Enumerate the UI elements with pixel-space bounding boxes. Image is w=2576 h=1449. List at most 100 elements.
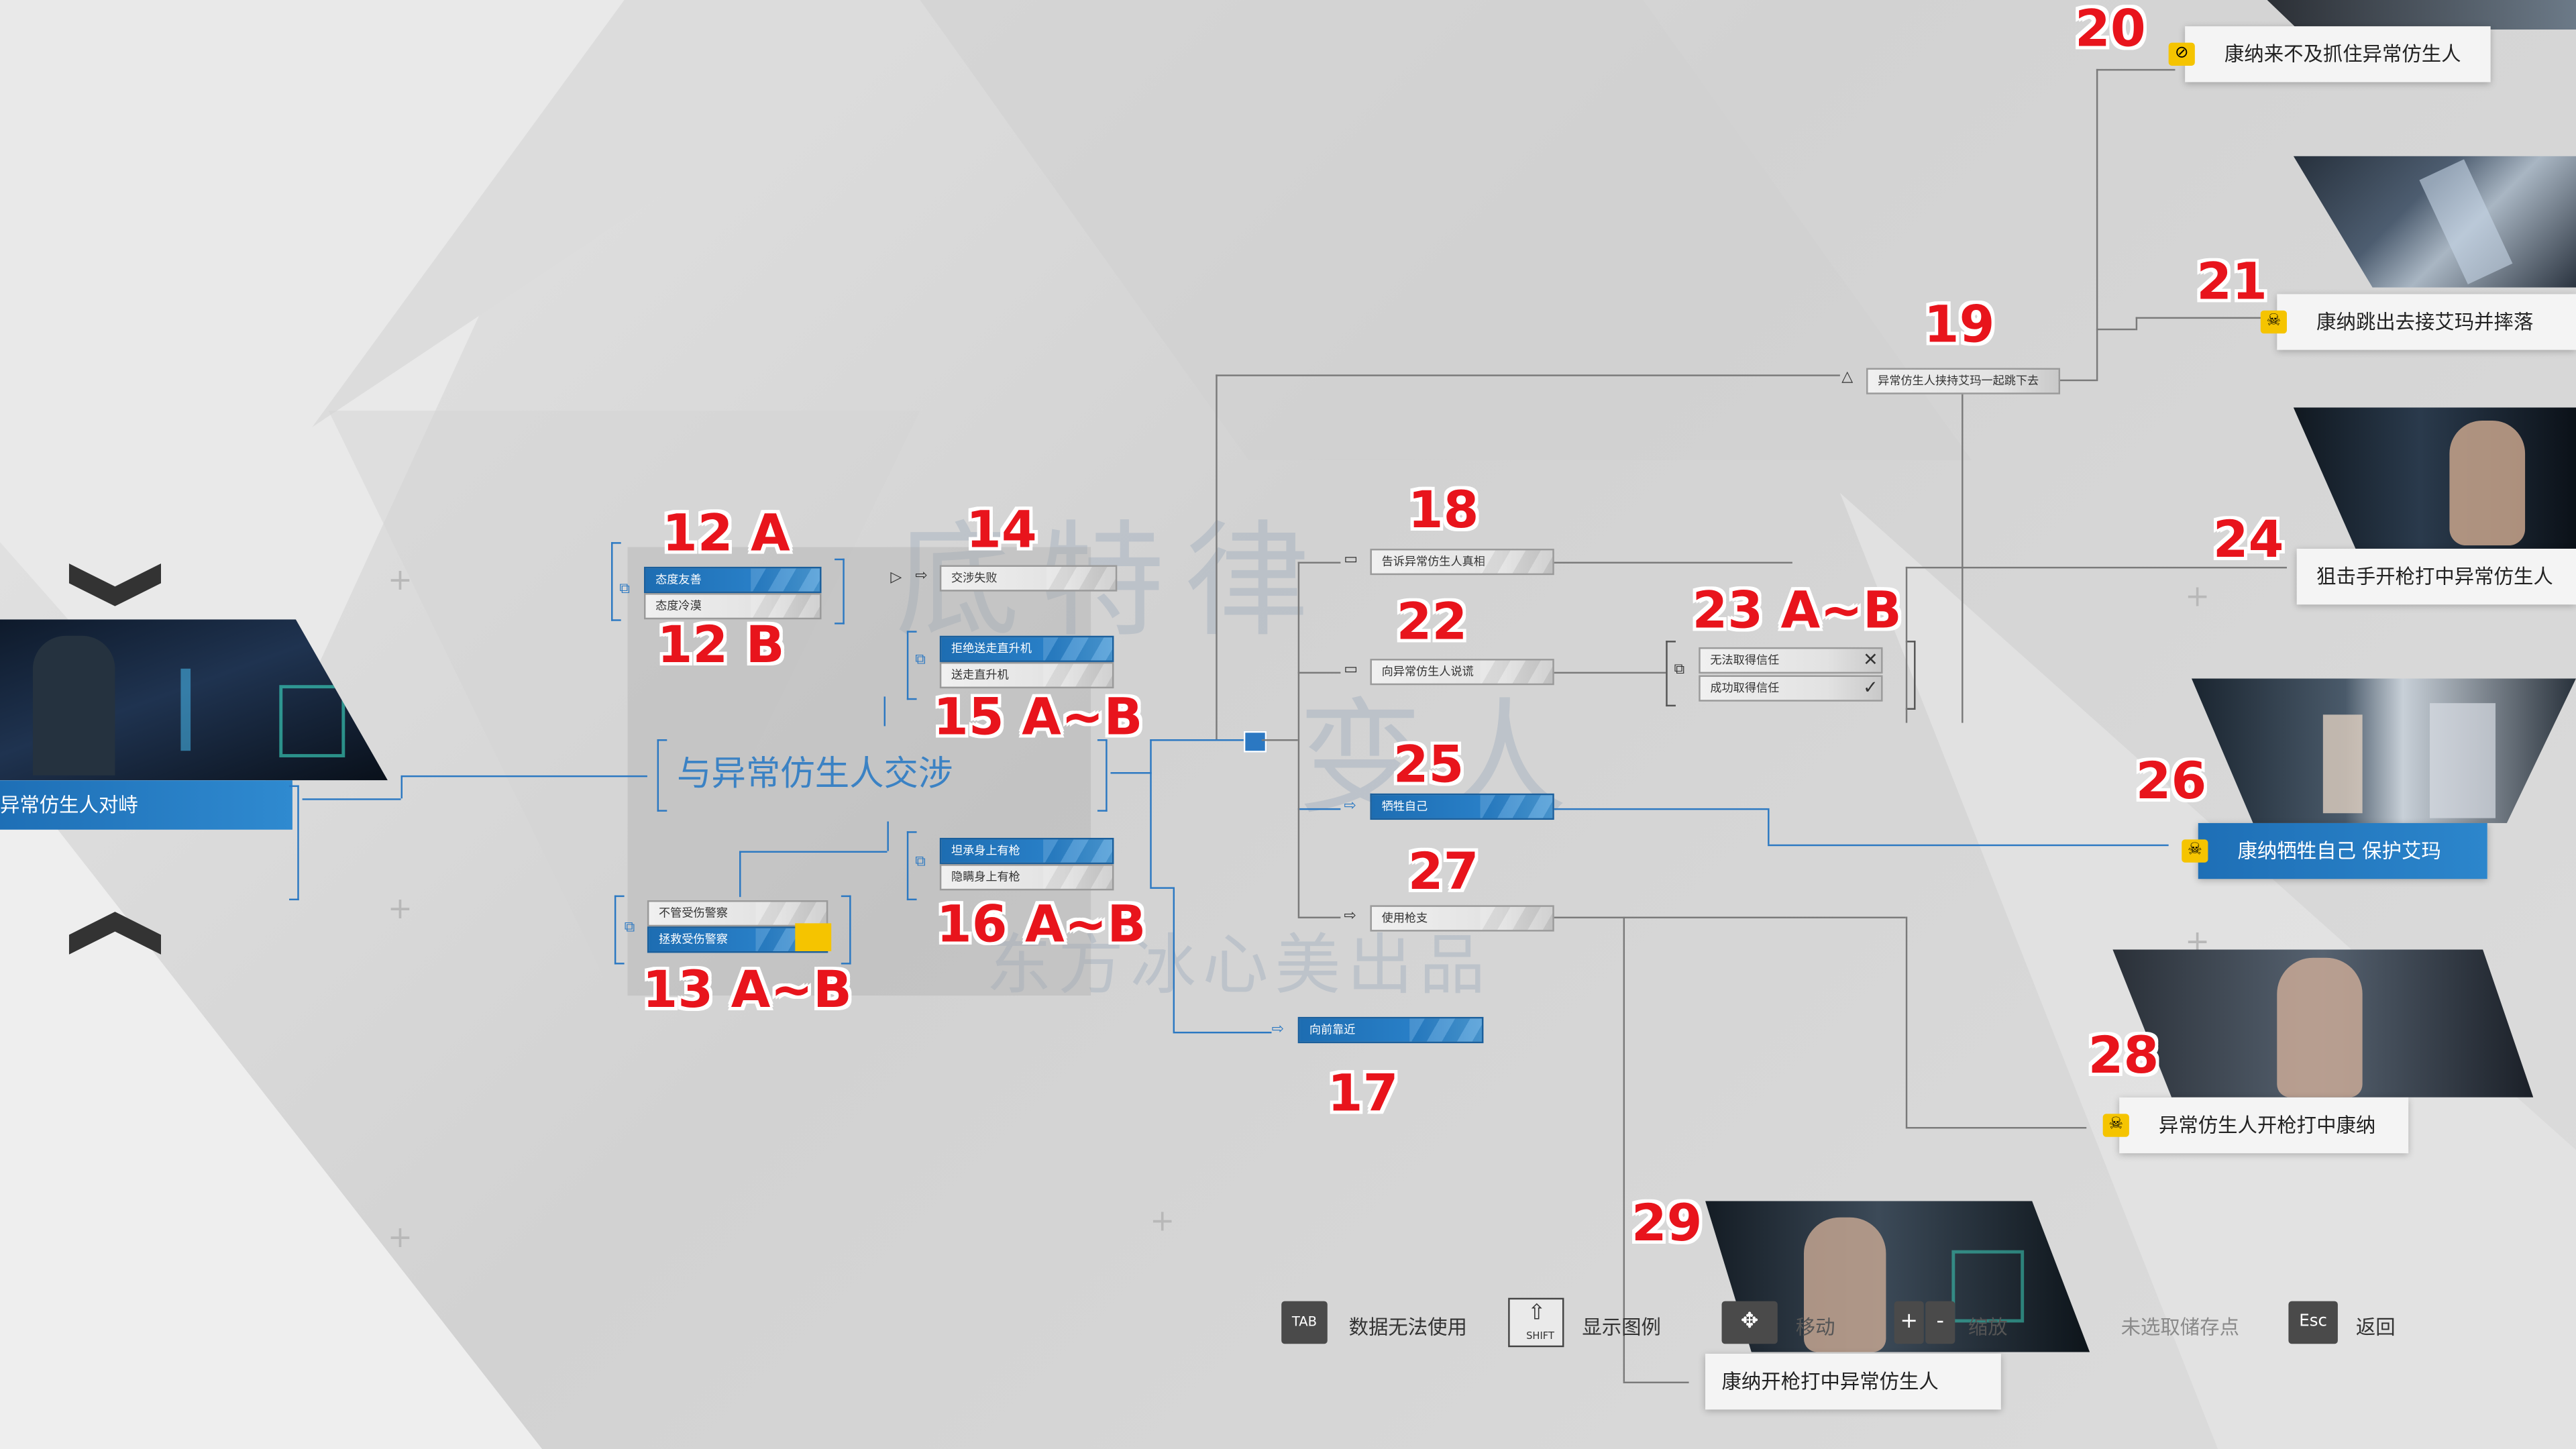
- connector: [1905, 566, 2287, 569]
- bracket: [614, 895, 625, 965]
- bracket: [841, 895, 851, 965]
- connector: [1962, 394, 1964, 723]
- arrow-right-icon: ⇨: [915, 568, 928, 585]
- ending-26-label: 康纳牺牲自己 保护艾玛: [2237, 839, 2441, 863]
- connector: [302, 798, 401, 800]
- arrow-right-icon: ⇨: [1344, 908, 1356, 925]
- marker-24: 24: [2212, 511, 2284, 570]
- connector: [1554, 561, 1792, 564]
- bracket: [906, 631, 917, 700]
- choice-15a[interactable]: 拒绝送走直升机: [939, 635, 1114, 662]
- choice-23b[interactable]: 成功取得信任: [1699, 675, 1883, 702]
- junction-icon: [1243, 731, 1267, 753]
- connector: [1297, 916, 1341, 918]
- connector: [883, 696, 886, 727]
- choice-19[interactable]: 异常仿生人挟持艾玛一起跳下去: [1866, 368, 2061, 394]
- connector: [1554, 808, 1768, 810]
- marker-15: 15 A~B: [933, 688, 1143, 748]
- connector: [1150, 887, 1173, 889]
- choice-22[interactable]: 向异常仿生人说谎: [1370, 659, 1554, 686]
- marker-21: 21: [2196, 253, 2267, 313]
- choice-27[interactable]: 使用枪支: [1370, 905, 1554, 932]
- ending-21-label: 康纳跳出去接艾玛并摔落: [2316, 310, 2534, 334]
- flip-icon: ⧉: [619, 581, 631, 598]
- esc-key[interactable]: Esc: [2288, 1301, 2338, 1344]
- marker-16: 16 A~B: [936, 895, 1146, 955]
- check-icon: ✓: [1863, 676, 1878, 698]
- marker-14: 14: [966, 500, 1037, 561]
- marker-19: 19: [1923, 295, 1995, 355]
- marker-20: 20: [2075, 0, 2146, 60]
- connector: [1110, 772, 1152, 774]
- tab-key[interactable]: TAB: [1281, 1301, 1328, 1344]
- connector: [1905, 916, 1908, 1128]
- connector: [2096, 68, 2176, 71]
- save-hint-label: 未选取储存点: [2121, 1316, 2239, 1339]
- ending-21[interactable]: ☠ 康纳跳出去接艾玛并摔落: [2260, 294, 2576, 350]
- flip-icon: ⧉: [624, 920, 635, 936]
- connector: [1150, 739, 1152, 888]
- ending-24[interactable]: 狙击手开枪打中异常仿生人: [2296, 548, 2576, 605]
- zoom-out-key[interactable]: -: [1925, 1301, 1955, 1344]
- connector: [739, 851, 888, 853]
- zoom-in-key[interactable]: +: [1894, 1301, 1924, 1344]
- shift-hint-label: 显示图例: [1582, 1316, 1661, 1339]
- grid-mark: +: [1150, 1204, 1175, 1239]
- arrow-right-icon: ⇨: [1271, 1022, 1284, 1038]
- connector: [1297, 672, 1341, 674]
- ending-28-thumbnail: [2112, 949, 2534, 1097]
- bracket: [1905, 641, 1916, 710]
- ending-24-label: 狙击手开枪打中异常仿生人: [2316, 565, 2553, 588]
- ending-20-label: 康纳来不及抓住异常仿生人: [2224, 42, 2461, 66]
- choice-13a[interactable]: 不管受伤警察: [647, 900, 828, 927]
- connector: [2135, 317, 2264, 319]
- connector: [887, 821, 889, 851]
- choice-14[interactable]: 交涉失败: [939, 565, 1118, 592]
- grid-mark: +: [387, 892, 413, 927]
- choice-12b[interactable]: 态度冷漠: [644, 593, 822, 620]
- hub-node-label[interactable]: 与异常仿生人交涉: [676, 754, 953, 794]
- bracket: [611, 542, 621, 621]
- connector: [1173, 887, 1175, 1032]
- lock-flag-icon: [795, 923, 832, 951]
- connector: [1554, 916, 1906, 918]
- shift-key[interactable]: ⇧ SHIFT: [1508, 1297, 1564, 1348]
- move-key[interactable]: ✥: [1721, 1301, 1778, 1344]
- ending-29[interactable]: 康纳开枪打中异常仿生人: [1705, 1353, 2001, 1410]
- ending-29-label: 康纳开枪打中异常仿生人: [1721, 1370, 1939, 1393]
- chevron-up-icon[interactable]: [68, 564, 162, 606]
- grid-mark: +: [2185, 580, 2210, 614]
- choice-12a[interactable]: 态度友善: [644, 566, 822, 594]
- choice-17[interactable]: 向前靠近: [1297, 1016, 1484, 1044]
- connector: [1554, 672, 1666, 674]
- connector: [1623, 1381, 1689, 1384]
- triangle-icon: ▷: [890, 570, 902, 587]
- choice-23a[interactable]: 无法取得信任: [1699, 647, 1883, 674]
- connector: [1768, 808, 1770, 845]
- choice-18[interactable]: 告诉异常仿生人真相: [1370, 548, 1554, 576]
- grid-mark: +: [387, 564, 413, 598]
- ending-28[interactable]: ☠ 异常仿生人开枪打中康纳: [2102, 1097, 2409, 1154]
- choice-16a[interactable]: 坦承身上有枪: [939, 837, 1114, 865]
- ending-26[interactable]: ☠ 康纳牺牲自己 保护艾玛: [2182, 822, 2487, 879]
- triangle-icon: △: [1841, 370, 1854, 386]
- choice-25[interactable]: 牺牲自己: [1370, 793, 1554, 820]
- connector: [2096, 328, 2136, 331]
- ending-20[interactable]: ⊘ 康纳来不及抓住异常仿生人: [2168, 26, 2491, 83]
- choice-16b[interactable]: 隐瞒身上有枪: [939, 864, 1114, 891]
- start-node[interactable]: 与异常仿生人对峙: [0, 780, 292, 830]
- connector: [400, 775, 403, 799]
- esc-hint-label: 返回: [2355, 1316, 2396, 1339]
- marker-17: 17: [1327, 1064, 1399, 1124]
- arrow-up-icon: ⇧: [1527, 1301, 1546, 1326]
- watermark-credit: 东方冰心美出品: [985, 928, 1492, 1004]
- choice-15b[interactable]: 送走直升机: [939, 661, 1114, 689]
- cross-icon: ✕: [1863, 649, 1878, 671]
- grid-mark: +: [387, 1220, 413, 1256]
- ending-28-label: 异常仿生人开枪打中康纳: [2158, 1114, 2376, 1137]
- connector: [1905, 566, 1908, 723]
- zoom-hint-label: 缩放: [1968, 1316, 2008, 1339]
- chevron-down-icon[interactable]: [68, 912, 162, 955]
